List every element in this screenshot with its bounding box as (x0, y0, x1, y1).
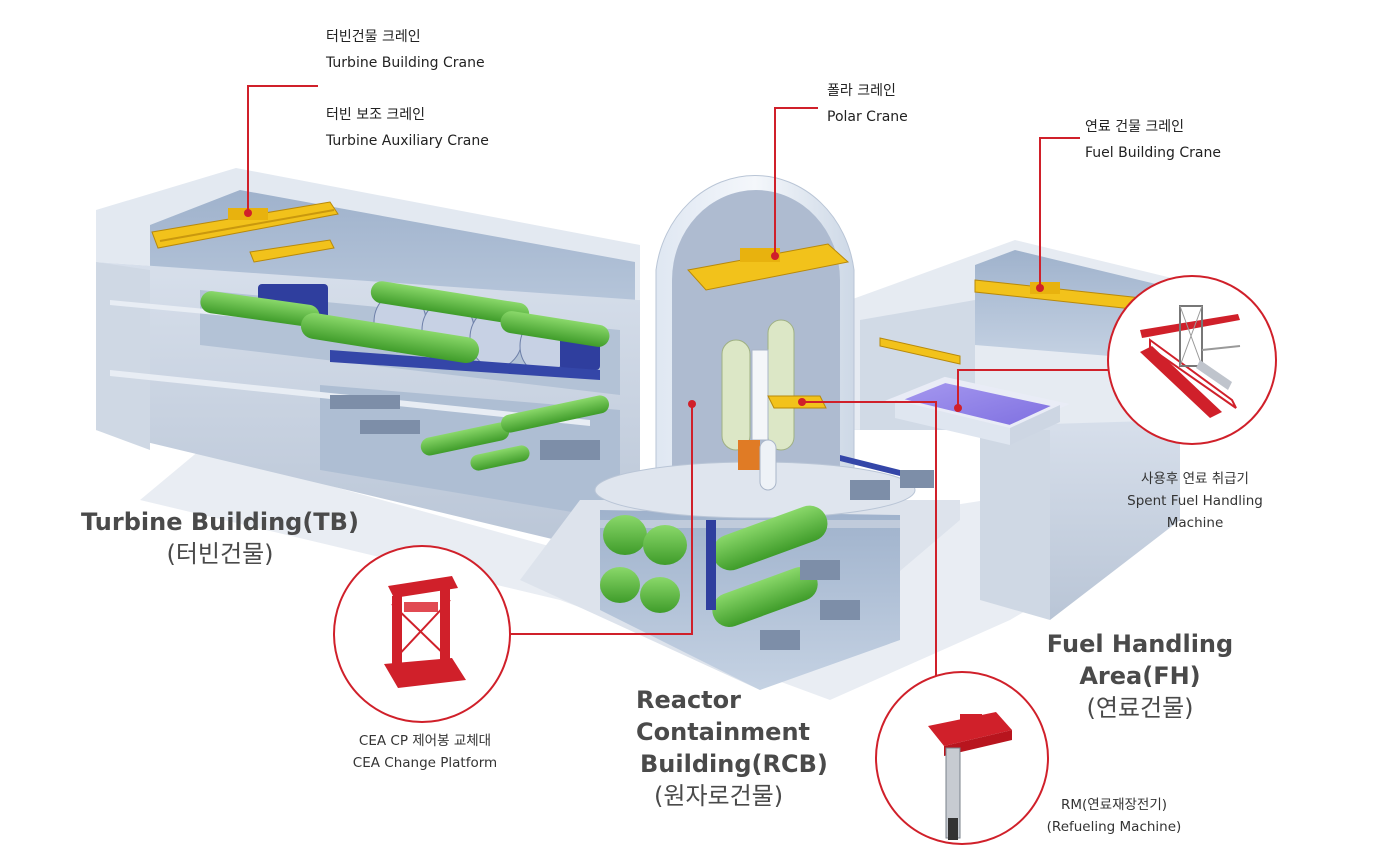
area-tb-title: Turbine Building(TB) (81, 508, 359, 536)
leader-fuel-crane (1039, 137, 1080, 288)
inset-refueling-machine (875, 671, 1049, 845)
label-refueling-ko: RM(연료재장전기) (1060, 797, 1168, 813)
turbine-tanks (200, 281, 610, 471)
label-spent-fuel-en2: Machine (1166, 515, 1224, 531)
label-fuel-building-crane: 연료 건물 크레인 Fuel Building Crane (1085, 114, 1221, 166)
label-cea-ko: CEA CP 제어봉 교체대 (358, 733, 492, 749)
label-refueling-machine: RM(연료재장전기) (Refueling Machine) (1030, 794, 1198, 838)
dot-spent-fuel (954, 404, 962, 412)
polar-crane (687, 243, 850, 291)
inset-spent-fuel-machine (1107, 275, 1277, 445)
leader-polar-crane (774, 107, 818, 256)
fuel-transfer-crane (879, 337, 961, 365)
inset-cea-platform (333, 545, 511, 723)
label-spent-fuel-machine: 사용후 연료 취급기 Spent Fuel Handling Machine (1110, 468, 1280, 534)
area-rcb-line3: Building(RCB) (640, 750, 828, 778)
label-polar-crane: 폴라 크레인 Polar Crane (827, 78, 908, 130)
leader-spent-fuel (957, 369, 1108, 408)
label-cea-platform: CEA CP 제어봉 교체대 CEA Change Platform (330, 730, 520, 774)
label-turbine-crane-ko: 터빈건물 크레인 (326, 29, 421, 45)
area-fh-line2: Area(FH) (1079, 662, 1201, 690)
area-rcb-line2: Containment (636, 718, 811, 746)
area-fh-ko: (연료건물) (1086, 694, 1194, 722)
label-turbine-crane-en: Turbine Building Crane (326, 55, 485, 71)
dot-cea (688, 400, 696, 408)
callout-leaders (247, 85, 1108, 680)
label-turbine-aux-crane-en: Turbine Auxiliary Crane (326, 133, 489, 149)
area-reactor-containment: Reactor Containment Building(RCB) (원자로건물… (636, 684, 846, 812)
leader-turbine-crane (247, 85, 318, 213)
label-turbine-aux-crane: 터빈 보조 크레인 Turbine Auxiliary Crane (326, 102, 489, 154)
leader-refueling (802, 401, 937, 680)
dot-turbine-crane (244, 209, 252, 217)
label-cea-en: CEA Change Platform (352, 755, 498, 771)
dot-refueling (798, 398, 806, 406)
label-turbine-aux-crane-ko: 터빈 보조 크레인 (326, 107, 426, 123)
dot-polar-crane (771, 252, 779, 260)
area-rcb-ko: (원자로건물) (654, 782, 784, 810)
area-turbine-building: Turbine Building(TB) (터빈건물) (80, 506, 360, 570)
label-refueling-en: (Refueling Machine) (1046, 819, 1182, 835)
area-fh-line1: Fuel Handling (1046, 630, 1234, 658)
label-fuel-building-crane-ko: 연료 건물 크레인 (1085, 119, 1185, 135)
area-tb-ko: (터빈건물) (166, 540, 274, 568)
rcb-lower-tanks (600, 505, 860, 650)
label-polar-crane-ko: 폴라 크레인 (827, 83, 896, 99)
area-fuel-handling: Fuel Handling Area(FH) (연료건물) (1040, 628, 1240, 724)
callout-dots (244, 209, 1044, 412)
label-spent-fuel-en1: Spent Fuel Handling (1127, 493, 1263, 509)
label-polar-crane-en: Polar Crane (827, 109, 908, 125)
area-rcb-line1: Reactor (636, 686, 741, 714)
turbine-aux-crane (249, 239, 335, 263)
label-turbine-crane: 터빈건물 크레인 Turbine Building Crane (326, 24, 485, 76)
spent-fuel-pool (885, 376, 1070, 445)
label-spent-fuel-ko: 사용후 연료 취급기 (1141, 471, 1249, 487)
label-fuel-building-crane-en: Fuel Building Crane (1085, 145, 1221, 161)
dot-fuel-crane (1036, 284, 1044, 292)
leader-cea (510, 404, 693, 635)
rcb-equipment (840, 455, 934, 500)
reactor-internals (721, 319, 827, 491)
turbine-crane (151, 201, 339, 249)
